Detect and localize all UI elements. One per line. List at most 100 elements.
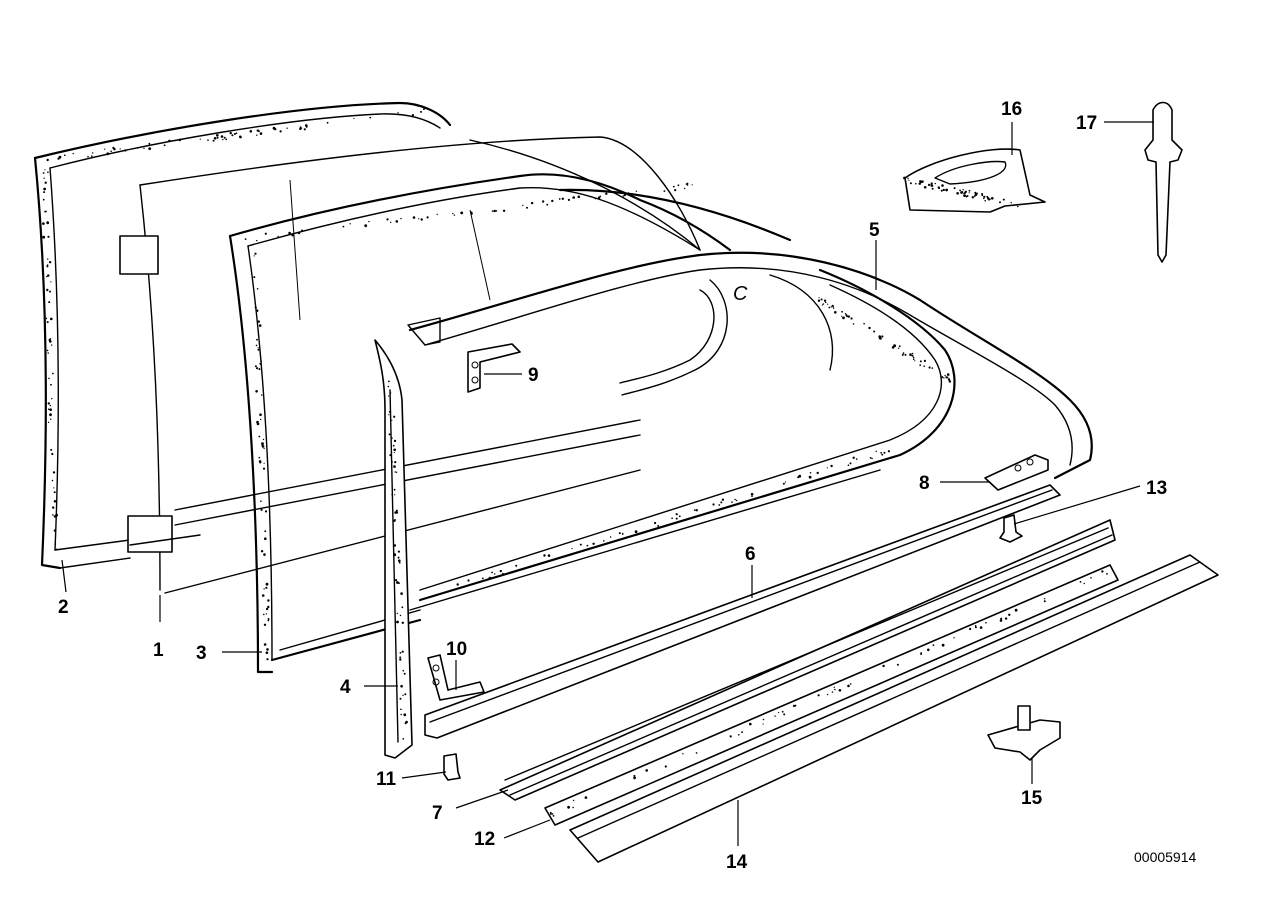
texture-speck — [736, 499, 738, 502]
texture-speck — [47, 274, 50, 277]
texture-speck — [831, 691, 834, 693]
texture-speck — [47, 402, 50, 405]
bracket-8 — [984, 454, 1049, 491]
texture-speck — [51, 479, 54, 482]
texture-speck — [400, 684, 403, 688]
texture-speck — [92, 152, 94, 154]
texture-speck — [279, 130, 282, 133]
texture-speck — [947, 378, 951, 381]
texture-speck — [849, 683, 852, 685]
texture-speck — [912, 358, 915, 361]
callout-3: 3 — [196, 643, 207, 664]
callout-17: 17 — [1076, 113, 1097, 134]
texture-speck — [893, 344, 897, 348]
texture-speck — [855, 458, 858, 460]
texture-speck — [1101, 570, 1104, 573]
sill-strip — [424, 484, 1061, 739]
texture-speck — [943, 377, 945, 379]
texture-speck — [783, 713, 786, 716]
texture-speck — [903, 176, 906, 180]
texture-speck — [261, 594, 265, 597]
texture-speck — [572, 806, 574, 809]
texture-speck — [256, 367, 259, 370]
texture-speck — [399, 658, 402, 661]
texture-speck — [942, 188, 945, 192]
texture-speck — [46, 288, 49, 292]
window-channel-frame — [228, 139, 732, 674]
texture-speck — [263, 553, 266, 556]
texture-speck — [53, 487, 55, 489]
texture-speck — [401, 606, 404, 609]
texture-speck — [931, 187, 934, 190]
texture-speck — [798, 474, 802, 478]
texture-speck — [388, 380, 390, 383]
texture-speck — [1083, 582, 1085, 585]
texture-speck — [685, 183, 687, 185]
texture-speck — [399, 614, 402, 617]
bracket-10 — [427, 654, 485, 701]
texture-speck — [456, 583, 459, 586]
texture-speck — [712, 503, 715, 506]
texture-speck — [265, 582, 269, 586]
texture-speck — [863, 322, 865, 325]
texture-speck — [963, 192, 966, 194]
texture-speck — [664, 765, 667, 768]
texture-speck — [265, 651, 269, 654]
texture-speck — [460, 211, 464, 215]
texture-speck — [971, 196, 974, 199]
texture-speck — [1008, 613, 1011, 616]
screw-11 — [443, 753, 461, 781]
texture-speck — [402, 738, 405, 740]
texture-speck — [880, 452, 883, 454]
texture-speck — [398, 560, 401, 562]
texture-speck — [400, 217, 402, 220]
texture-speck — [718, 504, 721, 506]
texture-speck — [1010, 202, 1012, 204]
texture-speck — [51, 452, 54, 456]
texture-speck — [47, 421, 50, 423]
texture-speck — [254, 365, 257, 368]
texture-speck — [52, 514, 54, 516]
texture-speck — [399, 652, 402, 654]
texture-speck — [50, 383, 52, 386]
texture-speck — [965, 195, 968, 198]
texture-speck — [300, 127, 303, 129]
texture-speck — [397, 112, 399, 114]
texture-speck — [256, 134, 258, 136]
texture-speck — [657, 525, 660, 527]
texture-speck — [930, 184, 932, 186]
texture-speck — [395, 511, 399, 514]
texture-speck — [291, 234, 294, 237]
texture-speck — [741, 731, 743, 734]
texture-speck — [420, 218, 423, 221]
texture-speck — [915, 182, 917, 185]
texture-speck — [623, 194, 627, 197]
texture-speck — [881, 453, 884, 456]
texture-speck — [729, 735, 732, 738]
texture-speck — [850, 317, 853, 320]
texture-speck — [239, 136, 242, 139]
clip-13 — [999, 514, 1023, 543]
texture-speck — [695, 509, 698, 512]
texture-speck — [46, 221, 50, 225]
texture-speck — [826, 467, 828, 469]
texture-speck — [838, 689, 842, 692]
texture-speck — [301, 229, 303, 232]
texture-speck — [43, 187, 46, 191]
texture-speck — [551, 199, 554, 203]
texture-speck — [881, 335, 884, 338]
texture-speck — [53, 500, 57, 503]
texture-speck — [49, 404, 52, 407]
texture-speck — [488, 576, 492, 580]
texture-speck — [941, 184, 944, 187]
texture-speck — [896, 663, 899, 666]
pin-fastener — [1144, 101, 1183, 263]
texture-speck — [263, 613, 265, 616]
texture-speck — [257, 320, 260, 323]
texture-speck — [1002, 198, 1005, 201]
texture-speck — [887, 450, 891, 453]
texture-speck — [572, 799, 575, 802]
texture-speck — [48, 408, 50, 411]
texture-speck — [830, 306, 832, 308]
texture-speck — [974, 626, 977, 629]
